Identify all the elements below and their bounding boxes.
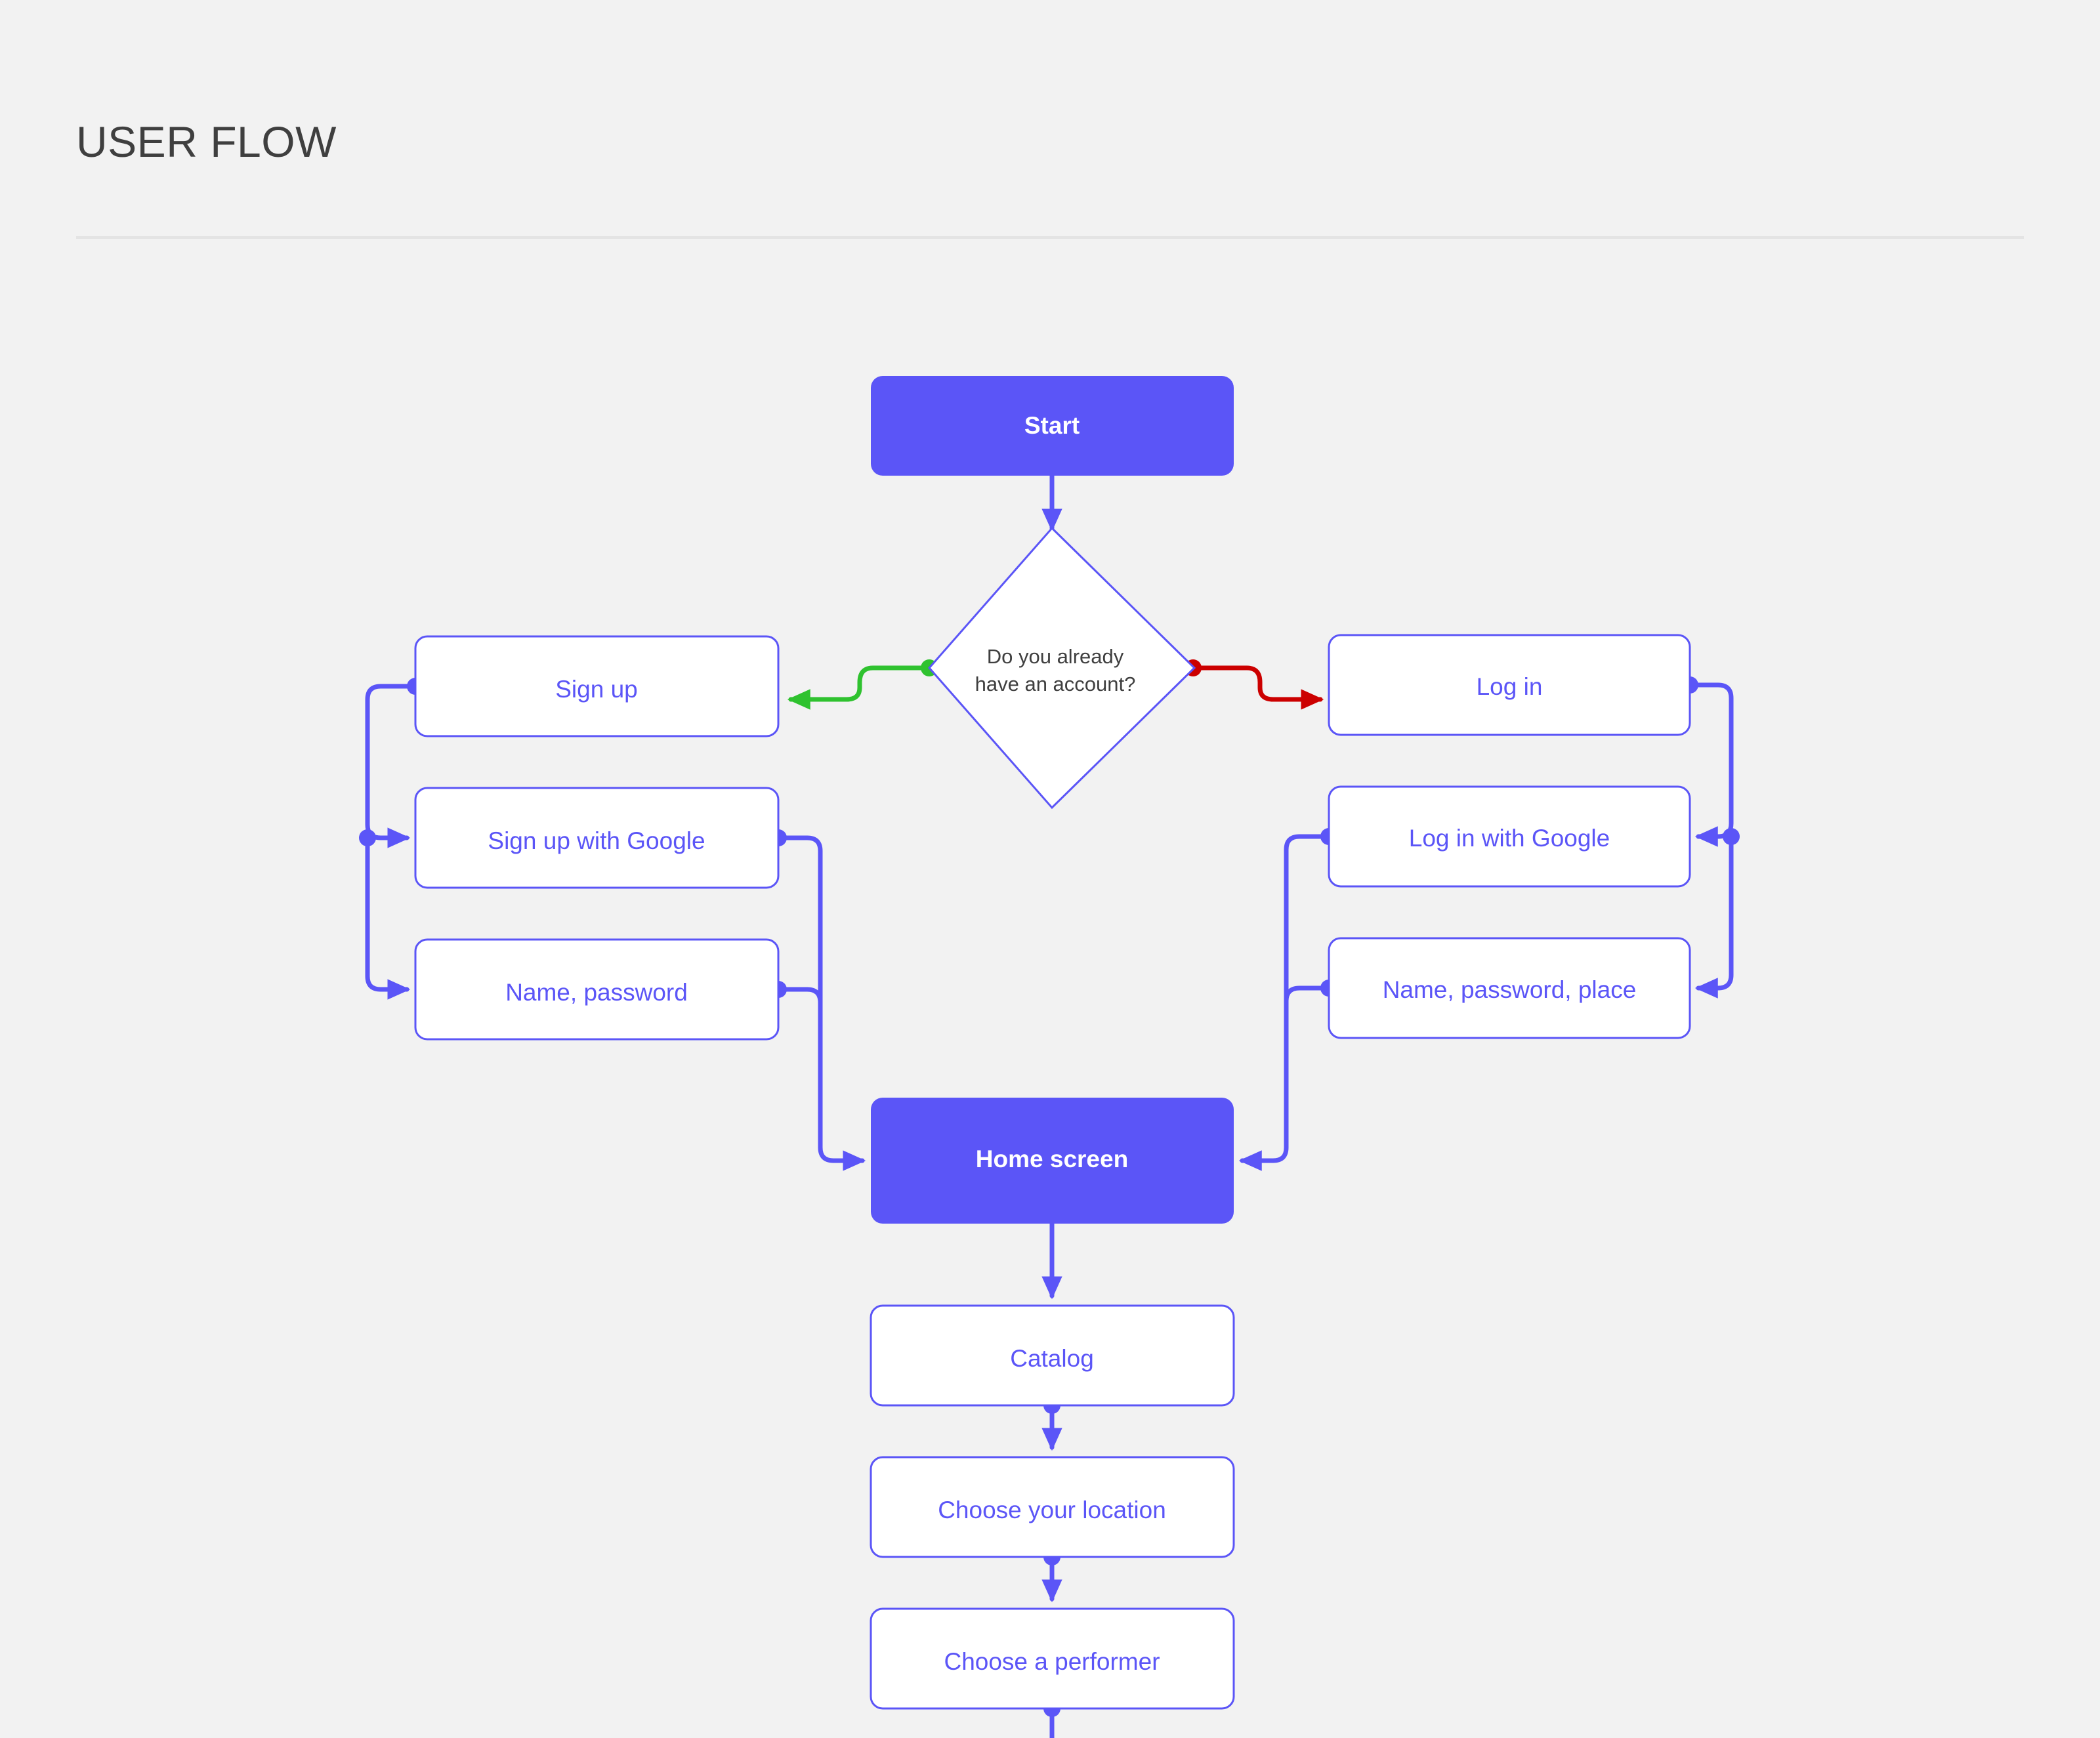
node-home-screen[interactable]: Home screen <box>871 1098 1234 1224</box>
node-catalog[interactable]: Catalog <box>870 1304 1235 1407</box>
connector-dot <box>359 829 376 846</box>
node-signup-name-password-label: Name, password <box>505 979 688 1006</box>
header-divider <box>76 236 2024 239</box>
page-title: USER FLOW <box>76 117 337 166</box>
edge-signup-options-to-home <box>770 829 866 1171</box>
node-start[interactable]: Start <box>871 376 1234 476</box>
node-login-with-google-label: Log in with Google <box>1409 825 1610 852</box>
node-decision-label-line-1: Do you already <box>987 645 1124 668</box>
node-decision-have-account[interactable]: Do you already have an account? <box>928 526 1196 810</box>
node-signup-label: Sign up <box>555 676 638 703</box>
edge-decision-to-signup <box>787 659 938 710</box>
node-login-name-password-place[interactable]: Name, password, place <box>1328 937 1691 1039</box>
node-login-label: Log in <box>1477 673 1543 700</box>
edge-decision-to-login <box>1185 659 1324 710</box>
node-login[interactable]: Log in <box>1328 634 1691 736</box>
node-home-screen-label: Home screen <box>976 1146 1128 1172</box>
node-login-name-password-place-label: Name, password, place <box>1383 976 1637 1003</box>
edge-signup-to-signup-options <box>359 678 424 1000</box>
node-signup[interactable]: Sign up <box>414 635 780 737</box>
node-choose-your-location[interactable]: Choose your location <box>870 1456 1235 1558</box>
node-signup-with-google[interactable]: Sign up with Google <box>414 787 780 889</box>
connector-dot <box>1723 828 1740 845</box>
node-choose-a-performer[interactable]: Choose a performer <box>870 1607 1235 1710</box>
node-start-label: Start <box>1024 412 1080 439</box>
node-choose-a-performer-label: Choose a performer <box>944 1648 1160 1675</box>
node-signup-with-google-label: Sign up with Google <box>488 827 705 854</box>
edge-login-options-to-home <box>1238 828 1337 1171</box>
node-signup-name-password[interactable]: Name, password <box>414 938 780 1041</box>
node-decision-label-line-2: have an account? <box>975 672 1136 695</box>
node-login-with-google[interactable]: Log in with Google <box>1328 785 1691 888</box>
node-catalog-label: Catalog <box>1010 1345 1094 1372</box>
node-choose-your-location-label: Choose your location <box>938 1497 1166 1523</box>
